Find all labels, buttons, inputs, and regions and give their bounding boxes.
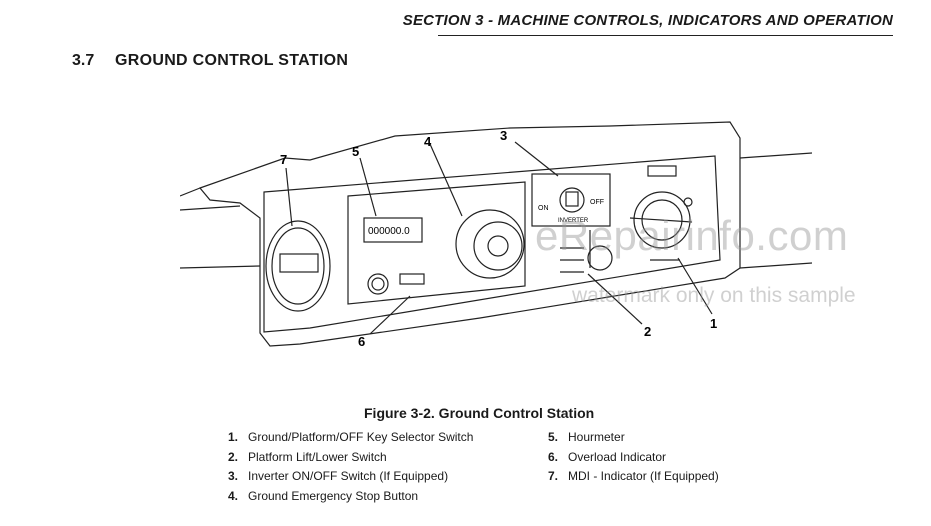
inverter-on-label: ON: [538, 205, 549, 212]
legend-item: 5.Hourmeter: [548, 430, 625, 444]
legend-right: 5.Hourmeter 6.Overload Indicator 7.MDI -…: [548, 428, 719, 487]
inverter-label: INVERTER: [558, 218, 589, 224]
callout-5: 5: [352, 144, 359, 159]
callout-7: 7: [280, 152, 287, 167]
watermark-sub: watermark only on this sample: [572, 284, 856, 307]
legend-item: 1.Ground/Platform/OFF Key Selector Switc…: [228, 430, 474, 444]
inverter-off-label: OFF: [590, 199, 604, 206]
legend-left: 1.Ground/Platform/OFF Key Selector Switc…: [228, 428, 473, 506]
callout-6: 6: [358, 334, 365, 349]
callout-3: 3: [500, 128, 507, 143]
legend-item: 4.Ground Emergency Stop Button: [228, 488, 419, 503]
legend-item: 2.Platform Lift/Lower Switch: [228, 449, 387, 464]
header-rule: [438, 35, 893, 36]
legend-item: 3.Inverter ON/OFF Switch (If Equipped): [228, 469, 449, 483]
callout-4: 4: [424, 134, 432, 149]
ground-control-station-figure: 7 5 4 3 6 2 1 000000.0 ON OFF INVERTER: [180, 121, 812, 349]
callout-1: 1: [710, 316, 717, 331]
watermark-main: eRepairinfo.com: [535, 212, 849, 259]
section-number: 3.7: [72, 52, 95, 69]
callout-2: 2: [644, 324, 651, 339]
section-header: SECTION 3 - MACHINE CONTROLS, INDICATORS…: [402, 12, 893, 29]
hourmeter-reading: 000000.0: [368, 226, 410, 237]
figure-caption: Figure 3-2. Ground Control Station: [364, 405, 595, 421]
legend-item: 6.Overload Indicator: [548, 449, 667, 464]
legend-item: 7.MDI - Indicator (If Equipped): [548, 469, 719, 483]
section-title: GROUND CONTROL STATION: [115, 52, 349, 69]
